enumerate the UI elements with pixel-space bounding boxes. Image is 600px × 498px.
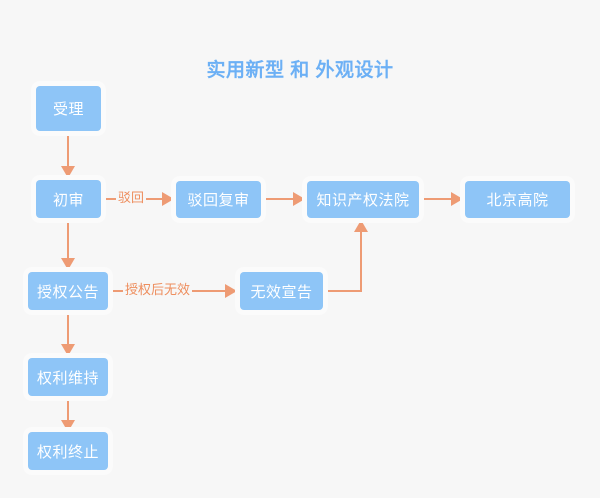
- node-shouli[interactable]: 受理: [36, 86, 101, 131]
- node-quanli-weichi[interactable]: 权利维持: [28, 358, 108, 396]
- page-title: 实用新型 和 外观设计: [206, 60, 394, 81]
- node-beijing-gaoyuan[interactable]: 北京高院: [465, 181, 570, 218]
- arrowhead-weichi-to-zhongzhi: [61, 420, 75, 432]
- node-chushen[interactable]: 初审: [36, 180, 101, 218]
- connector-bohuifushen-to-fayuan: [261, 198, 295, 200]
- node-bohui-fushen[interactable]: 驳回复审: [176, 181, 261, 218]
- node-shouquan-gonggao[interactable]: 授权公告: [28, 272, 108, 310]
- arrowhead-shouquan-to-wuxiao: [225, 284, 237, 298]
- arrowhead-chushen-to-bohuifushen: [162, 192, 174, 206]
- connector-fayuan-to-gaoyuan: [419, 198, 453, 200]
- connector-shouli-to-chushen: [67, 131, 69, 168]
- arrowhead-shouquan-to-weichi: [61, 344, 75, 356]
- connector-weichi-to-zhongzhi: [67, 396, 69, 426]
- node-quanli-zhongzhi[interactable]: 权利终止: [28, 432, 108, 470]
- arrowhead-wuxiao-to-fayuan: [354, 220, 368, 232]
- node-wuxiao-xuangao[interactable]: 无效宣告: [240, 272, 323, 310]
- connector-chushen-to-shouquan: [67, 218, 69, 260]
- edge-label-shouquan-hou-wuxiao: 授权后无效: [123, 282, 193, 298]
- connector-wuxiao-to-fayuan-horizontal: [323, 290, 362, 292]
- node-zhishi-chanquan-fayuan[interactable]: 知识产权法院: [307, 181, 419, 218]
- connector-shouquan-to-weichi: [67, 310, 69, 346]
- edge-label-bohui: 驳回: [116, 190, 147, 206]
- arrowhead-bohuifushen-to-fayuan: [293, 192, 305, 206]
- connector-wuxiao-to-fayuan-vertical: [360, 232, 362, 292]
- arrowhead-chushen-to-shouquan: [61, 258, 75, 270]
- arrowhead-fayuan-to-gaoyuan: [451, 192, 463, 206]
- arrowhead-shouli-to-chushen: [61, 166, 75, 178]
